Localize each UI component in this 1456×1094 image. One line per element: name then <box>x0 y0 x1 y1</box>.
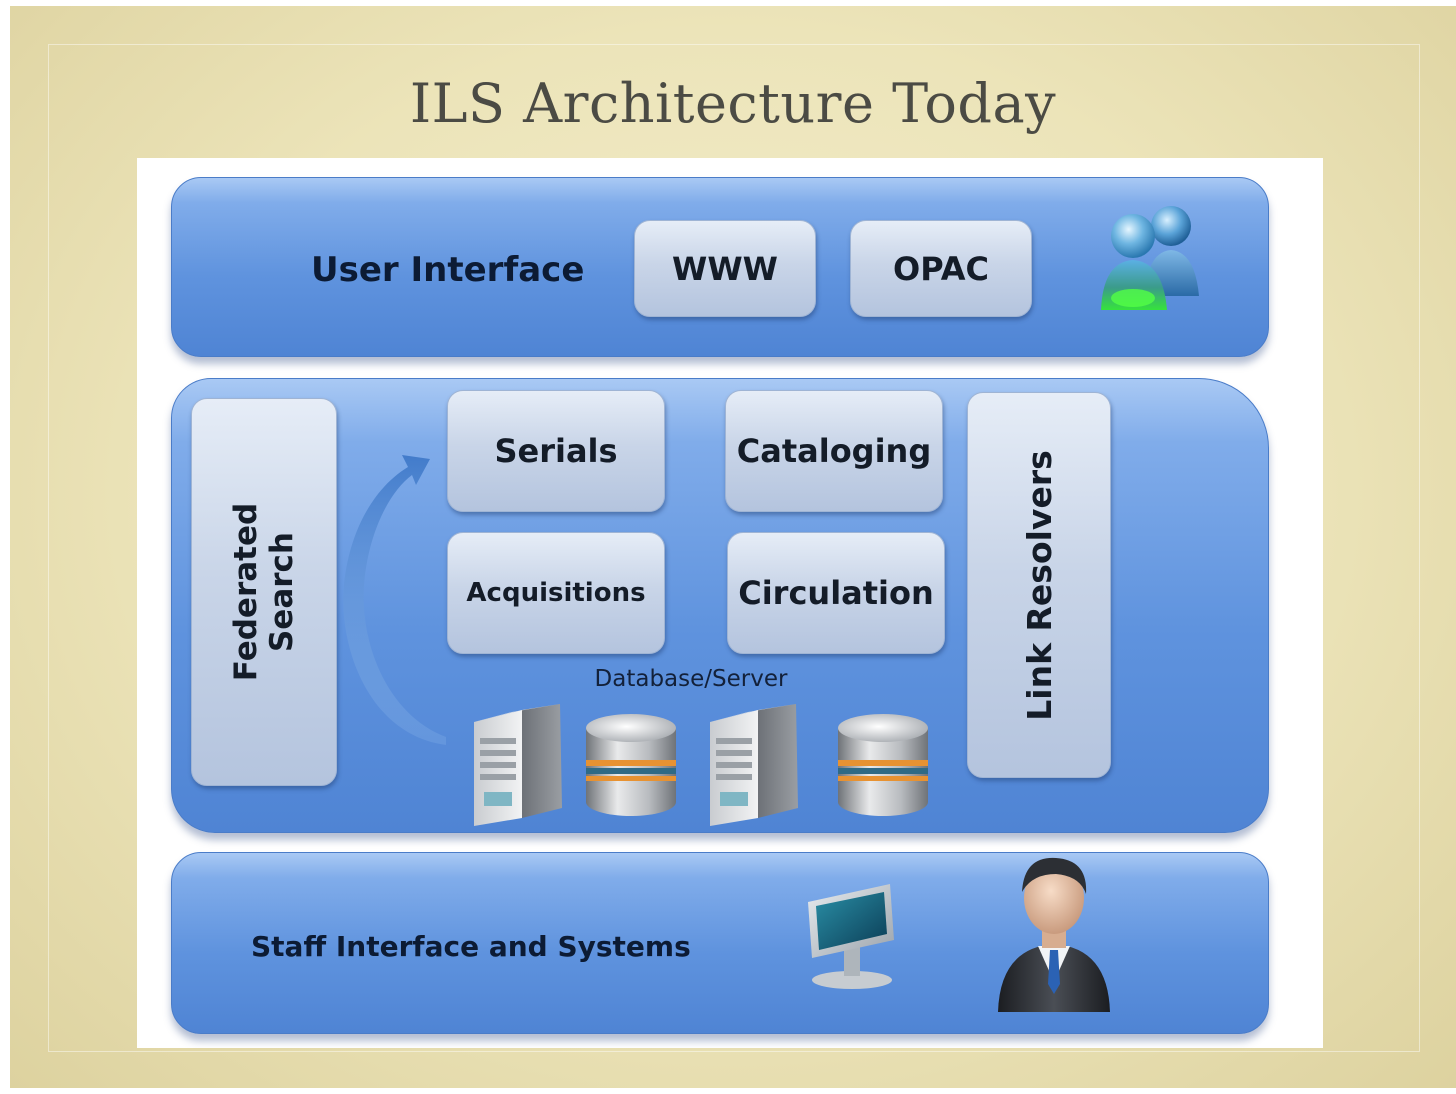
link-resolvers-label: Link Resolvers <box>1019 449 1059 721</box>
curved-arrow-icon <box>343 455 446 745</box>
user-interface-label: User Interface <box>311 250 585 290</box>
server-icon <box>710 704 798 826</box>
opac-module: OPAC <box>850 220 1032 317</box>
acquisitions-module: Acquisitions <box>447 532 665 654</box>
slide-frame <box>48 44 1420 1052</box>
server-icon <box>474 704 562 826</box>
monitor-icon <box>808 884 894 989</box>
link-resolvers-module: Link Resolvers <box>967 392 1111 778</box>
database-icon <box>838 714 928 816</box>
circulation-module: Circulation <box>727 532 945 654</box>
database-icon <box>586 714 676 816</box>
cataloging-module: Cataloging <box>725 390 943 512</box>
serials-module: Serials <box>447 390 665 512</box>
federated-search-module: Federated Search <box>191 398 337 786</box>
slide-title: ILS Architecture Today <box>409 72 1057 135</box>
federated-search-line2: Search <box>264 532 300 653</box>
staff-interface-label: Staff Interface and Systems <box>251 930 691 963</box>
federated-search-line1: Federated <box>228 502 264 682</box>
staff-interface-layer <box>171 852 1269 1034</box>
database-server-label: Database/Server <box>594 666 788 692</box>
users-icon <box>1101 206 1199 310</box>
businessman-icon <box>998 857 1110 1012</box>
www-module: WWW <box>634 220 816 317</box>
